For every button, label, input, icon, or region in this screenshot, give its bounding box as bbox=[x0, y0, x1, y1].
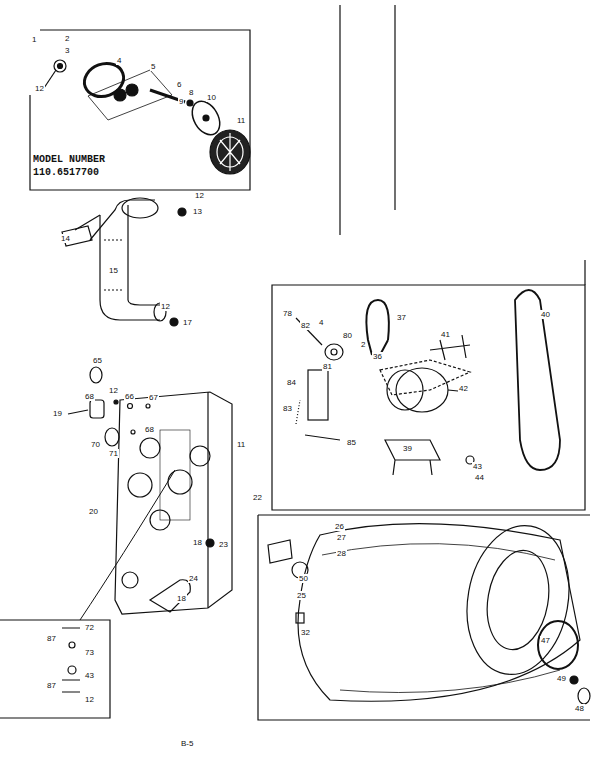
callout-number: 12 bbox=[84, 695, 95, 704]
callout-number: 2 bbox=[64, 34, 70, 43]
callout-number: 3 bbox=[64, 46, 70, 55]
callout-number: 18 bbox=[192, 538, 203, 547]
callout-number: 32 bbox=[300, 628, 311, 637]
callout-number: 68 bbox=[144, 425, 155, 434]
callout-number: 72 bbox=[84, 623, 95, 632]
page-code: B-5 bbox=[180, 739, 194, 748]
callout-number: 39 bbox=[402, 444, 413, 453]
callout-number: 84 bbox=[286, 378, 297, 387]
callout-number: 10 bbox=[206, 93, 217, 102]
callout-number: 66 bbox=[124, 392, 135, 401]
callout-number: 87 bbox=[46, 634, 57, 643]
callout-number: 78 bbox=[282, 309, 293, 318]
callout-number: 15 bbox=[108, 266, 119, 275]
callout-number: 36 bbox=[372, 352, 383, 361]
callout-number: 43 bbox=[84, 671, 95, 680]
callout-number: 1 bbox=[31, 35, 37, 44]
callout-number: 73 bbox=[84, 648, 95, 657]
callout-number: 12 bbox=[160, 302, 171, 311]
callout-number: 25 bbox=[296, 591, 307, 600]
callout-number: 81 bbox=[322, 362, 333, 371]
callout-number: 80 bbox=[342, 331, 353, 340]
callout-number: 68 bbox=[84, 392, 95, 401]
callout-number: 85 bbox=[346, 438, 357, 447]
callout-number: 20 bbox=[88, 507, 99, 516]
callout-number: 23 bbox=[218, 540, 229, 549]
callout-number: 6 bbox=[176, 80, 182, 89]
callout-number: 12 bbox=[194, 191, 205, 200]
callout-number: 12 bbox=[108, 386, 119, 395]
callout-number: 24 bbox=[188, 574, 199, 583]
callout-number: 37 bbox=[396, 313, 407, 322]
callout-number: 82 bbox=[300, 321, 311, 330]
callout-number: 47 bbox=[540, 636, 551, 645]
model-number: 110.6517700 bbox=[32, 167, 100, 178]
callout-number: 65 bbox=[92, 356, 103, 365]
callout-number: 14 bbox=[60, 234, 71, 243]
callout-number: 5 bbox=[150, 62, 156, 71]
callout-number: 2 bbox=[360, 340, 366, 349]
callout-number: 22 bbox=[252, 493, 263, 502]
callout-number: 17 bbox=[182, 318, 193, 327]
callout-number: 27 bbox=[336, 533, 347, 542]
callout-number: 48 bbox=[574, 704, 585, 713]
callout-number: 11 bbox=[236, 116, 246, 125]
callout-number: 19 bbox=[52, 409, 63, 418]
callout-number: 26 bbox=[334, 522, 345, 531]
callout-number: 40 bbox=[540, 310, 551, 319]
callout-number: 41 bbox=[440, 330, 451, 339]
callout-number: 8 bbox=[188, 88, 194, 97]
callout-number: 4 bbox=[318, 318, 324, 327]
callout-number: 9 bbox=[178, 97, 184, 106]
callout-number: 70 bbox=[90, 440, 101, 449]
callout-number: 44 bbox=[474, 473, 485, 482]
callout-number: 4 bbox=[116, 56, 122, 65]
callout-number: 71 bbox=[108, 449, 119, 458]
callout-number: 87 bbox=[46, 681, 57, 690]
callout-number: 43 bbox=[472, 462, 483, 471]
callout-number: 42 bbox=[458, 384, 469, 393]
callout-number: 67 bbox=[148, 393, 159, 402]
callout-number: 12 bbox=[34, 84, 45, 93]
callout-number: 83 bbox=[282, 404, 293, 413]
callout-number: 28 bbox=[336, 549, 347, 558]
callout-number: 13 bbox=[192, 207, 203, 216]
model-number: MODEL NUMBER bbox=[32, 154, 106, 165]
callout-number: 18 bbox=[176, 594, 187, 603]
callout-number: 49 bbox=[556, 674, 567, 683]
callout-number: 50 bbox=[298, 574, 309, 583]
callout-number: 11 bbox=[236, 440, 246, 449]
